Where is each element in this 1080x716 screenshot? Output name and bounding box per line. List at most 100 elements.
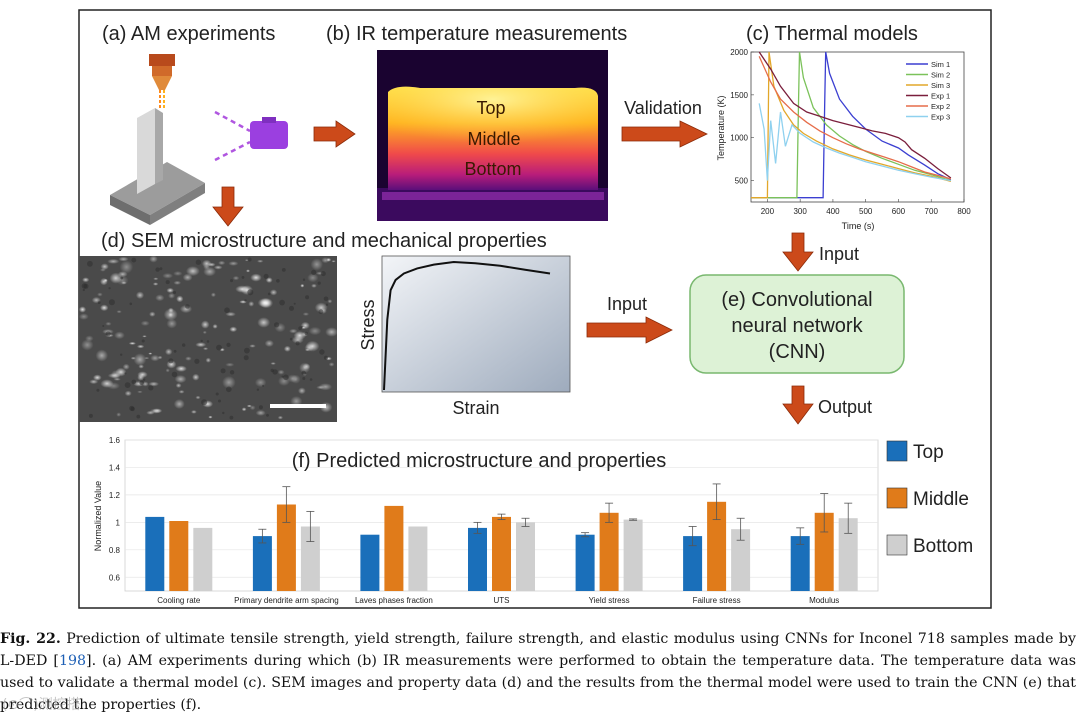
sem-bright-spot: [257, 317, 271, 328]
sem-bright-spot: [277, 415, 283, 420]
sem-bright-spot: [116, 275, 129, 286]
sem-dark-spot: [289, 305, 294, 311]
sem-dark-spot: [155, 267, 160, 272]
sem-bright-spot: [327, 299, 333, 304]
sem-dark-spot: [298, 326, 302, 331]
sem-dark-spot: [320, 271, 326, 277]
bar-bottom: [300, 526, 320, 591]
sem-bright-spot: [155, 294, 165, 302]
bar-category-label: Failure stress: [693, 596, 741, 605]
sem-dark-spot: [317, 281, 321, 285]
sem-dark-spot: [247, 257, 252, 262]
thermal-ytick-label: 1000: [730, 134, 748, 143]
sem-bright-spot: [321, 257, 330, 264]
thermal-series-group: [751, 51, 952, 199]
sem-bright-spot: [264, 339, 274, 347]
arrow-b-to-c: [621, 120, 708, 148]
sem-dark-spot: [141, 339, 145, 343]
sem-dark-spot: [222, 411, 225, 415]
sem-dark-spot: [173, 349, 177, 353]
sem-dark-spot: [309, 378, 313, 381]
sem-dark-spot: [215, 392, 219, 396]
sem-bright-spot: [175, 365, 187, 372]
bar-top: [252, 536, 272, 591]
bar-legend-label-top: Top: [913, 442, 944, 463]
stress-strain-curve-group: [383, 260, 551, 391]
sem-dark-spot: [87, 260, 93, 267]
bar-chart-bars: [145, 483, 858, 591]
sem-texture: [78, 255, 338, 420]
bar-bottom: [838, 518, 858, 591]
sem-dark-spot: [148, 385, 154, 391]
watermark: (⊙⌒)测控搭: [2, 697, 81, 713]
sem-bright-spot: [81, 339, 94, 351]
sem-dark-spot: [244, 299, 247, 302]
thermal-xtick-label: 700: [925, 207, 939, 216]
sem-bright-spot: [202, 330, 207, 334]
thermal-ytick-label: 500: [735, 177, 749, 186]
bar-category-label: UTS: [494, 596, 510, 605]
sem-dark-spot: [182, 343, 186, 347]
bar-middle: [492, 516, 511, 591]
sem-bright-spot: [174, 375, 187, 384]
sem-bright-spot: [178, 390, 185, 394]
sem-bright-spot: [269, 289, 278, 296]
thermal-legend-label: Sim 3: [931, 81, 950, 90]
ir-label-top: Top: [476, 98, 505, 118]
cnn-line-3: (CNN): [769, 341, 826, 363]
sem-bright-spot: [257, 259, 264, 263]
thermal-legend-label: Exp 2: [931, 102, 950, 111]
sem-dark-spot: [305, 295, 310, 300]
sem-dark-spot: [105, 331, 111, 337]
sem-dark-spot: [304, 331, 308, 336]
stress-axis-label: Stress: [358, 299, 378, 350]
sem-dark-spot: [131, 257, 137, 263]
sem-bright-spot: [176, 295, 184, 303]
bar-bottom: [193, 527, 213, 591]
cnn-box: [689, 274, 905, 374]
sem-dark-spot: [143, 378, 146, 381]
bar-bottom: [731, 529, 751, 591]
sem-bright-spot: [290, 396, 303, 407]
sem-dark-spot: [165, 280, 170, 285]
sem-bright-spot: [148, 352, 153, 355]
thermal-legend-label: Sim 1: [931, 60, 950, 69]
bar-legend-swatch-top: [886, 440, 908, 462]
sem-bright-spot: [222, 376, 236, 389]
sem-bright-spot: [78, 313, 89, 320]
sem-bright-spot: [302, 312, 310, 316]
sem-dark-spot: [173, 291, 176, 294]
sem-bright-spot: [105, 321, 112, 326]
sem-bright-spot: [304, 343, 314, 352]
sem-dark-spot: [293, 302, 296, 305]
sem-bright-spot: [85, 335, 94, 342]
sem-dark-spot: [124, 372, 127, 375]
bar-category-label: Cooling rate: [157, 596, 201, 605]
bar-middle: [814, 512, 834, 591]
caption-ref-link[interactable]: 198: [58, 653, 87, 669]
sem-dark-spot: [318, 309, 324, 315]
sem-bright-spot: [130, 356, 136, 360]
sem-bright-spot: [166, 318, 178, 329]
bar-top: [145, 516, 165, 591]
sem-dark-spot: [263, 273, 269, 279]
thermal-chart-xlabel: Time (s): [842, 221, 875, 231]
sem-dark-spot: [323, 355, 328, 360]
sem-dark-spot: [295, 341, 300, 346]
sem-bright-spot: [100, 379, 114, 388]
sem-dark-spot: [206, 340, 210, 343]
sem-bright-spot: [277, 369, 285, 375]
sem-bright-spot: [78, 306, 87, 313]
sem-dark-spot: [195, 259, 202, 265]
stress-strain-plot-area: [381, 255, 571, 393]
strain-axis-label: Strain: [452, 398, 499, 418]
sem-dark-spot: [136, 414, 141, 419]
sem-dark-spot: [216, 344, 222, 351]
sem-bright-spot: [218, 260, 226, 266]
sem-bright-spot: [82, 277, 90, 283]
bar-middle: [707, 501, 727, 591]
sem-dark-spot: [262, 384, 265, 387]
bar-category-label: Primary dendrite arm spacing: [234, 596, 338, 605]
thermal-legend-label: Exp 1: [931, 92, 950, 101]
sem-dark-spot: [272, 369, 278, 375]
